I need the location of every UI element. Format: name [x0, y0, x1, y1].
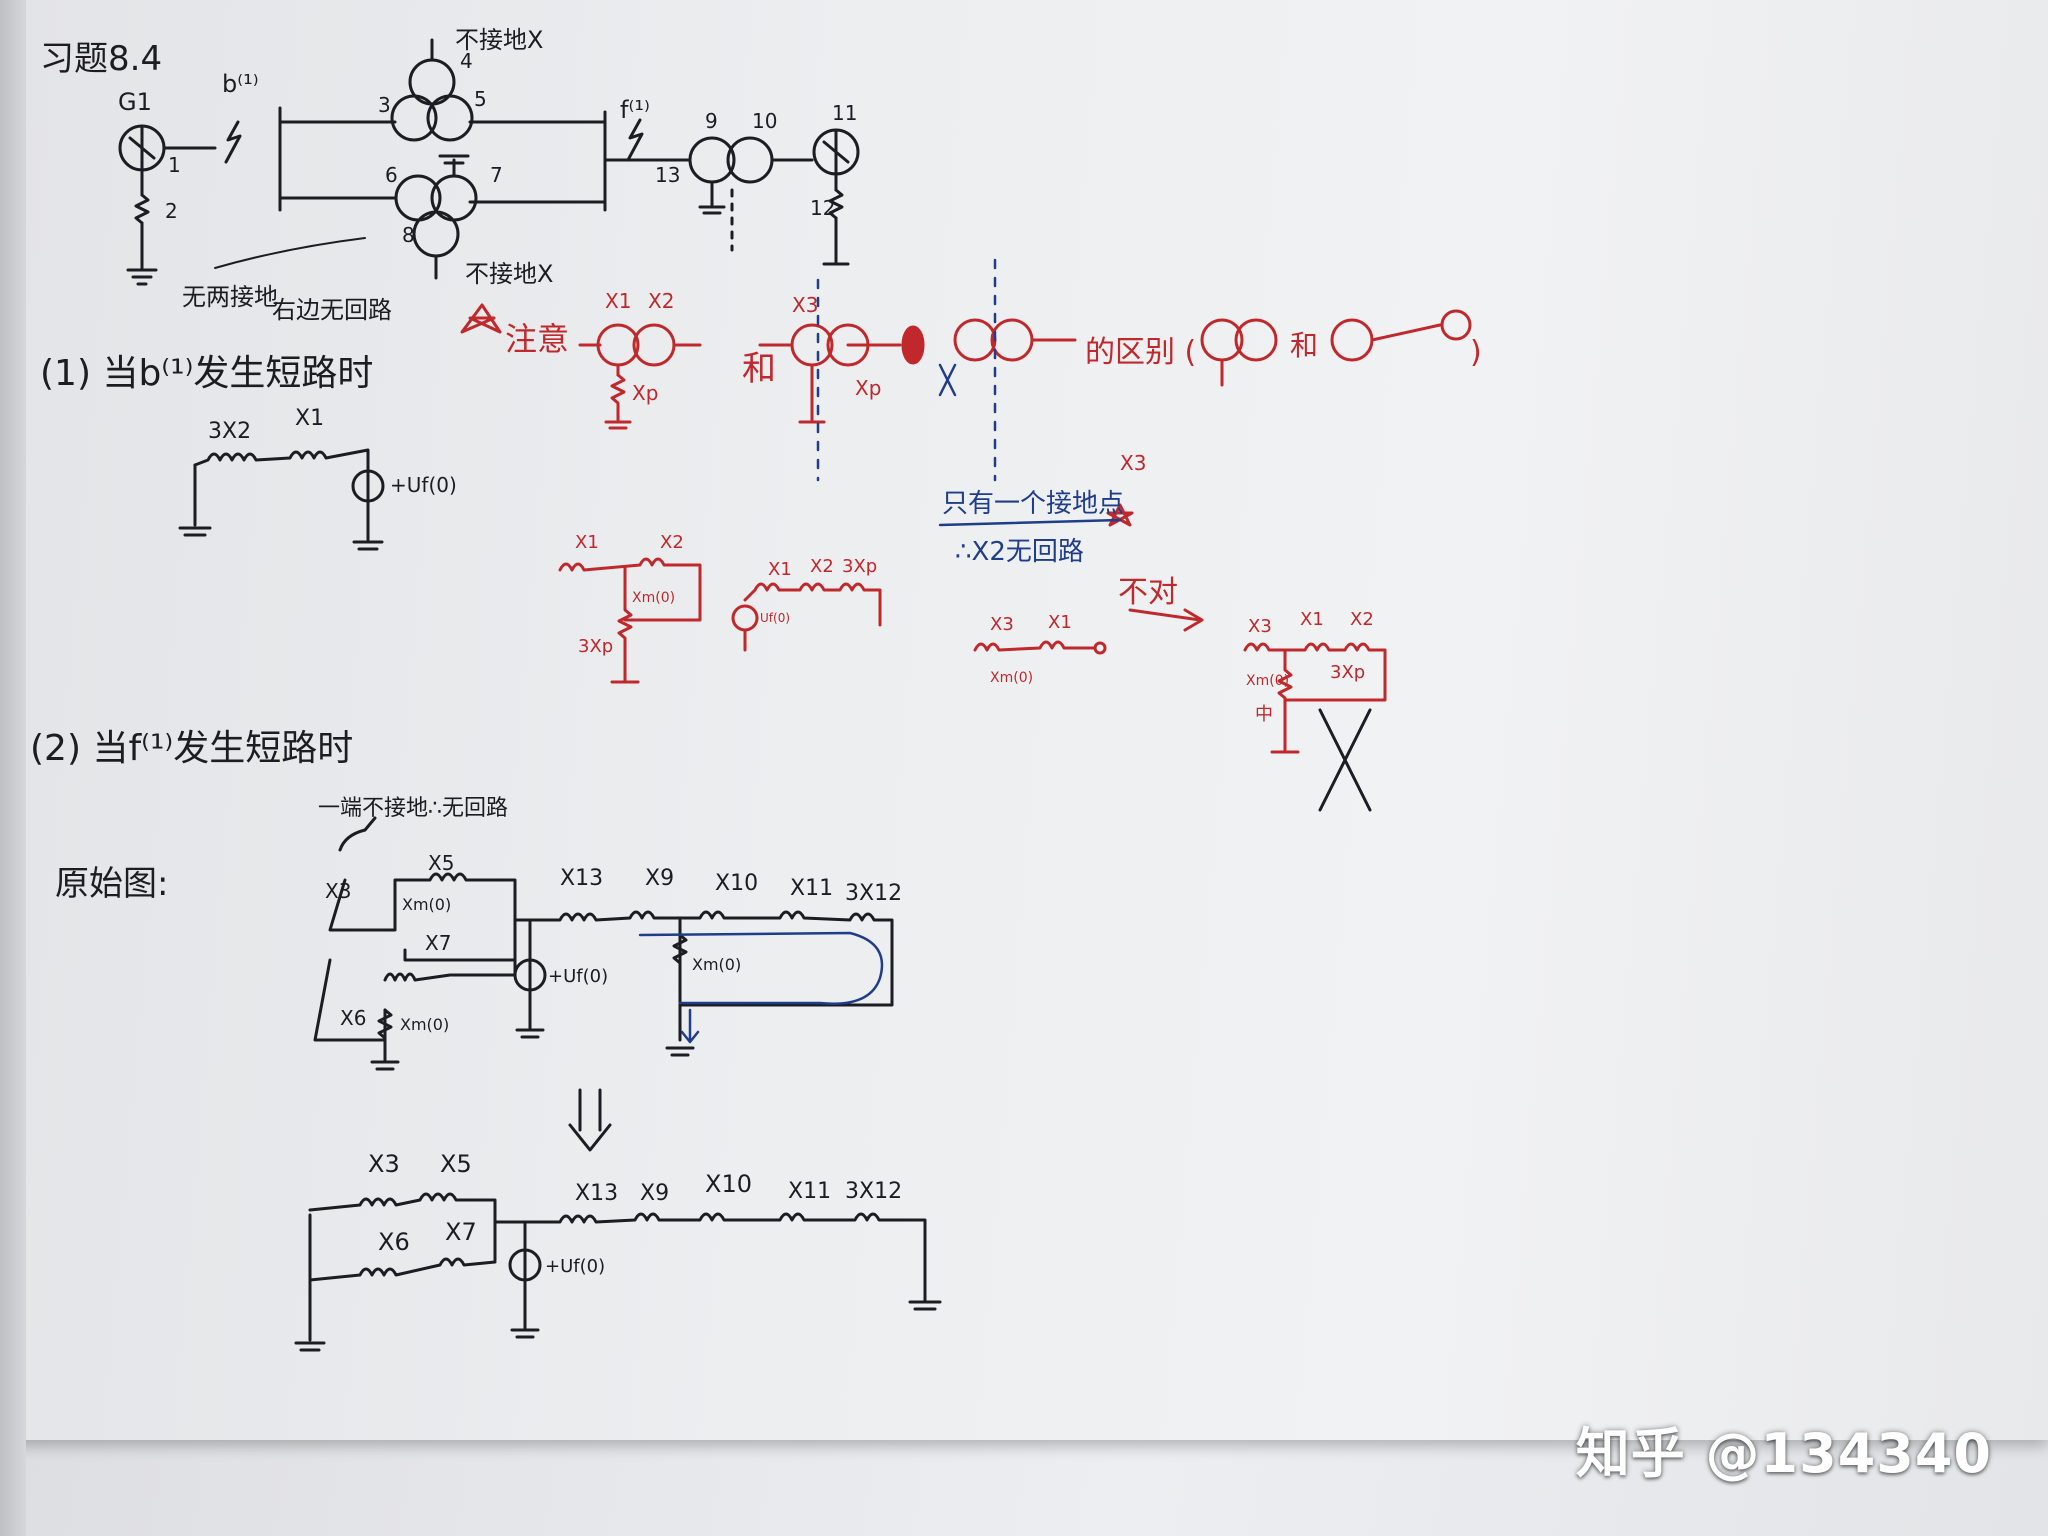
- red-c1-label: Xm(0): [632, 590, 675, 606]
- red-x2: X2: [648, 289, 674, 313]
- red-c2-label: 3Xp: [842, 556, 877, 577]
- node-10: 10: [752, 109, 777, 133]
- simpl-label: +Uf(0): [545, 1256, 605, 1277]
- orig-label: Xm(0): [692, 955, 741, 974]
- simpl-label: X6: [378, 1228, 410, 1256]
- red-c4-label: Xm(0): [1246, 673, 1289, 689]
- simpl-label: X10: [705, 1170, 752, 1198]
- node-1: 1: [168, 153, 181, 177]
- red-difference: 的区别 (: [1085, 335, 1196, 370]
- note-no-loop: 右边无回路: [272, 296, 392, 324]
- blue-x2-no-loop: ∴X2无回路: [955, 537, 1084, 567]
- node-11: 11: [832, 101, 857, 125]
- node-4: 4: [460, 49, 473, 73]
- orig-label: X7: [425, 931, 451, 955]
- red-c1-label: X1: [575, 532, 599, 553]
- node-6: 6: [385, 163, 398, 187]
- not-grounded-bottom: 不接地X: [465, 260, 553, 288]
- red-c3-label: Xm(0): [990, 670, 1033, 686]
- red-c2-label: X1: [768, 559, 792, 580]
- orig-label: X9: [645, 866, 674, 891]
- red-x3: X3: [792, 293, 818, 317]
- node-7: 7: [490, 163, 503, 187]
- case2-heading: (2) 当f⁽¹⁾发生短路时: [30, 728, 353, 769]
- red-c4-label: X3: [1248, 616, 1272, 637]
- red-xp: Xp: [632, 381, 658, 405]
- problem-title: 习题8.4: [40, 39, 162, 79]
- case1-heading: (1) 当b⁽¹⁾发生短路时: [40, 353, 373, 394]
- red-he: 和: [742, 349, 776, 389]
- red-c4-label: 3Xp: [1330, 662, 1365, 683]
- simpl-label: X5: [440, 1150, 472, 1178]
- orig-label: X13: [560, 866, 603, 891]
- red-he2: 和: [1290, 329, 1318, 362]
- zhihu-watermark: 知乎 @134340: [1575, 1422, 1992, 1485]
- fault1-label: b⁽¹⁾: [222, 70, 259, 98]
- case1-label-x1: X1: [295, 406, 324, 431]
- case1-label-uf: +Uf(0): [390, 473, 457, 497]
- orig-label: X6: [340, 1006, 366, 1030]
- original-diagram-label: 原始图:: [55, 864, 168, 904]
- red-x3-b: X3: [1120, 451, 1146, 475]
- blue-only-one-ground: 只有一个接地点: [942, 489, 1124, 519]
- simpl-label: X13: [575, 1181, 618, 1206]
- orig-label: X10: [715, 871, 758, 896]
- red-x1: X1: [605, 289, 631, 313]
- simpl-label: X3: [368, 1150, 400, 1178]
- gen-label: G1: [118, 88, 152, 116]
- red-c3-label: X1: [1048, 612, 1072, 633]
- red-c4-label: 中: [1255, 704, 1273, 725]
- red-c1-label: 3Xp: [578, 636, 613, 657]
- simpl-label: X9: [640, 1181, 669, 1206]
- case2-note: 一端不接地∴无回路: [318, 796, 508, 821]
- not-grounded-top: 不接地X: [455, 26, 543, 54]
- node-12: 12: [810, 196, 835, 220]
- red-wrong: 不对: [1118, 575, 1178, 610]
- orig-label: Xm(0): [402, 895, 451, 914]
- orig-label: X3: [325, 879, 351, 903]
- orig-label: X11: [790, 876, 833, 901]
- red-close-paren: ): [1470, 335, 1482, 370]
- red-c4-label: X2: [1350, 609, 1374, 630]
- red-attention: 注意: [505, 320, 569, 358]
- node-13: 13: [655, 163, 680, 187]
- case1-label-3x2: 3X2: [208, 419, 251, 444]
- left-page-edge: [0, 0, 26, 1536]
- node-9: 9: [705, 109, 718, 133]
- simpl-label: X7: [445, 1218, 477, 1246]
- node-2: 2: [165, 199, 178, 223]
- orig-label: +Uf(0): [548, 966, 608, 987]
- orig-label: X5: [428, 851, 454, 875]
- simpl-label: 3X12: [845, 1179, 902, 1204]
- red-c2-label: Uf(0): [760, 611, 790, 625]
- red-c3-label: X3: [990, 614, 1014, 635]
- red-xp2: Xp: [855, 376, 881, 400]
- node-8: 8: [402, 223, 415, 247]
- node-5: 5: [474, 87, 487, 111]
- simpl-label: X11: [788, 1179, 831, 1204]
- node-3: 3: [378, 93, 391, 117]
- red-c4-label: X1: [1300, 609, 1324, 630]
- red-c1-label: X2: [660, 532, 684, 553]
- red-c2-label: X2: [810, 556, 834, 577]
- orig-label: Xm(0): [400, 1015, 449, 1034]
- orig-label: 3X12: [845, 881, 902, 906]
- fault2-label: f⁽¹⁾: [620, 96, 650, 124]
- note-no-ground: 无两接地: [182, 283, 278, 311]
